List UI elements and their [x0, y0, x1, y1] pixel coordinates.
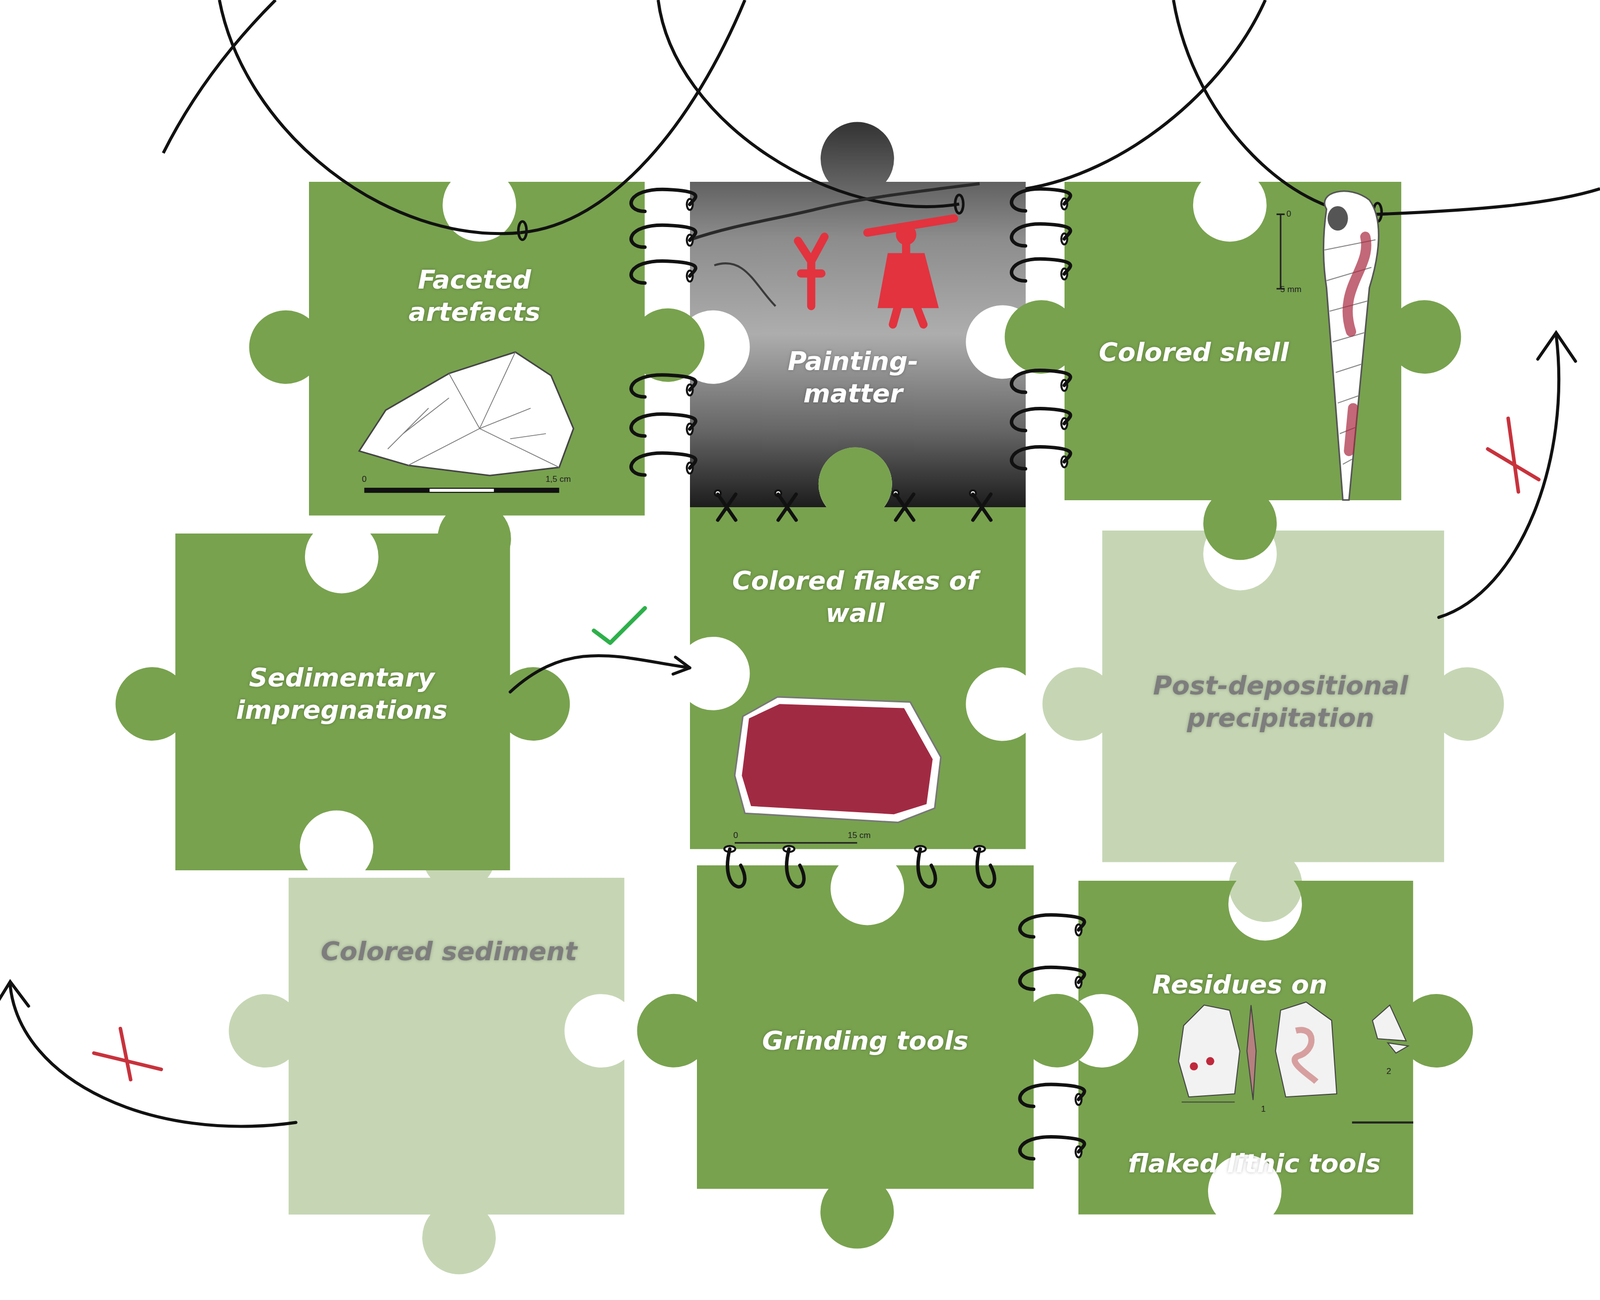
faceted-artefact-drawing [359, 352, 574, 493]
tree-figure [797, 236, 825, 307]
scale-label: 15 cm [847, 830, 871, 841]
residue-dot [1189, 1062, 1198, 1070]
scale-label: 1 [1260, 1104, 1266, 1115]
scale-label: 2 [1386, 1066, 1391, 1077]
piece-label: Post-depositional precipitation [1112, 669, 1449, 735]
tool-outline [1372, 1004, 1409, 1054]
tool-section [1181, 1101, 1235, 1103]
puzzle-piece: Post-depositional precipitation [1102, 530, 1445, 863]
piece-shape [689, 447, 1026, 850]
piece-shape [1004, 181, 1461, 560]
piece-label: Sedimentary impregnations [209, 661, 475, 727]
piece-label: Colored shell [1091, 335, 1296, 369]
piece-label: Residues on [1086, 968, 1393, 1001]
scale-label: 0 [362, 474, 367, 485]
flake-outline [734, 696, 941, 823]
scale-bar [1352, 1121, 1414, 1124]
connector-line [1019, 914, 1085, 1159]
puzzle-piece: Sedimentary impregnations [175, 533, 511, 871]
cave-painting [689, 183, 980, 325]
rejection-arrow [10, 985, 297, 1127]
string-lines [163, 0, 1600, 234]
scale-label: 0 [1286, 209, 1292, 220]
scale-bar [734, 841, 858, 844]
stitch-connector [631, 189, 696, 475]
scale-bar-segment [429, 488, 494, 492]
connector-line [510, 655, 690, 692]
piece-shape [115, 533, 571, 871]
tool-outline [1275, 1001, 1337, 1097]
figure-head [896, 224, 917, 245]
puzzle-outline [288, 877, 625, 1215]
arrow-connector [510, 655, 690, 692]
stitch-connector [1011, 188, 1071, 469]
piece-label: Grinding tools [712, 1024, 1019, 1058]
scale-label: 5 mm [1280, 284, 1302, 295]
connector-line [1011, 188, 1071, 469]
red-band [1347, 236, 1367, 452]
connector-line [727, 848, 995, 887]
scale-label: 0 [733, 830, 738, 841]
rejected-arrows [0, 332, 1576, 1127]
lace-hole [518, 221, 527, 240]
human-figure [867, 218, 955, 325]
piece-shape [1042, 530, 1504, 922]
figure-body [877, 252, 939, 308]
residue-smear [1294, 1029, 1317, 1082]
red-cross [93, 1028, 162, 1080]
string [1173, 0, 1600, 215]
piece-label: Faceted artefacts [362, 263, 587, 329]
string [658, 0, 960, 207]
stitch-connector [1019, 914, 1085, 1159]
shell-aperture [1327, 206, 1349, 231]
connector-line [631, 189, 696, 475]
string [163, 0, 276, 153]
puzzle-piece: Residues on flaked lithic tools [1078, 880, 1414, 1215]
rejection-arrow [1438, 334, 1559, 618]
stitch-connector [714, 490, 991, 521]
tool-outline [1246, 1004, 1256, 1100]
puzzle-piece: Colored sediment [288, 877, 625, 1215]
string [219, 0, 521, 234]
shell-outline [1323, 191, 1379, 501]
piece-label: Colored sediment [285, 934, 612, 968]
stitch-connector [724, 845, 995, 887]
piece-label: Painting- matter [758, 345, 948, 410]
rock-crack [714, 263, 776, 306]
piece-shape [249, 181, 705, 576]
scale-bar [364, 487, 559, 493]
flake-drawing [734, 696, 941, 843]
lace-hole [955, 194, 964, 214]
piece-shape [1078, 880, 1473, 1215]
green-check [594, 608, 646, 643]
piece-label: flaked lithic tools [1125, 1146, 1381, 1180]
lithic-tools-drawing [1178, 1001, 1414, 1123]
piece-label: Colored flakes of wall [722, 564, 988, 630]
scale-bar [1276, 214, 1285, 289]
puzzle-piece: Grinding tools [696, 865, 1034, 1189]
red-cross [1487, 418, 1539, 492]
shell-drawing [1276, 191, 1379, 501]
string [1025, 0, 1266, 189]
scale-label: 1,5 cm [545, 474, 571, 485]
arrow-head [1537, 332, 1576, 362]
artefact-outline [359, 352, 574, 476]
connector-line [717, 494, 991, 521]
artefact-facets [387, 352, 560, 468]
red-figure [797, 218, 954, 325]
flake-pigment [741, 703, 933, 815]
piece-shape [228, 817, 625, 1275]
residue-dot [1206, 1057, 1215, 1066]
tool-outline [1178, 1004, 1240, 1097]
arrow-head [0, 981, 29, 1008]
piece-shape [637, 865, 1094, 1249]
red-cross-marks [93, 418, 1539, 1080]
rock-crack [689, 183, 980, 240]
